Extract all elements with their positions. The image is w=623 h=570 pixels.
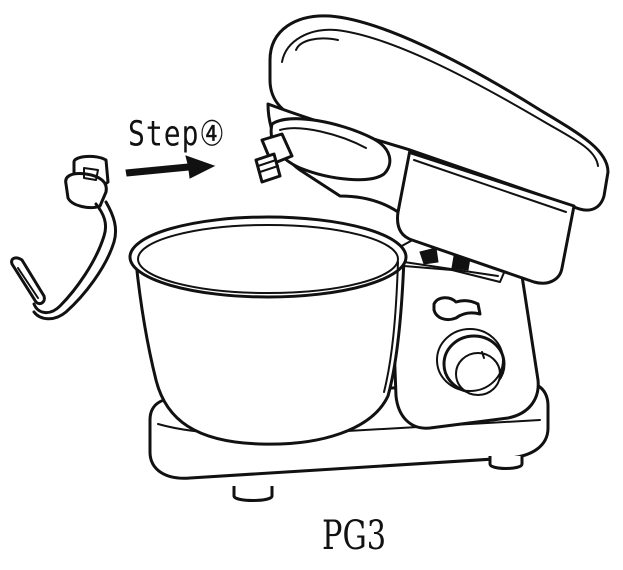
mixer-body bbox=[390, 235, 540, 430]
speed-knob bbox=[436, 328, 506, 396]
base-foot-right bbox=[488, 456, 524, 470]
step-label: Step④ bbox=[128, 113, 226, 155]
base-foot-left bbox=[232, 486, 274, 502]
tilt-lever bbox=[432, 296, 482, 322]
mixer-head bbox=[254, 14, 610, 285]
direction-arrow bbox=[125, 155, 216, 179]
page-number: PG3 bbox=[322, 512, 387, 559]
dough-hook-attachment bbox=[10, 154, 118, 321]
mixing-bowl bbox=[128, 215, 408, 446]
